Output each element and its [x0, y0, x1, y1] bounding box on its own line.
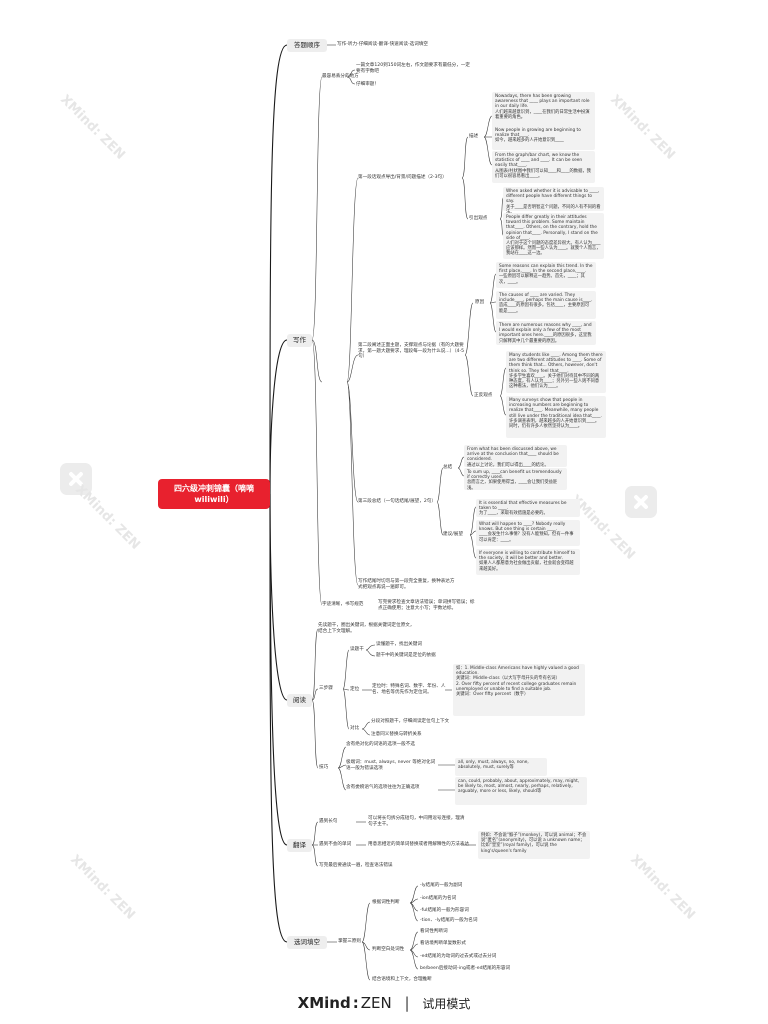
- step-read: 读题干: [350, 647, 364, 652]
- describe-box: From the graph/bar chart, we know the st…: [492, 151, 595, 183]
- describe-label: 描述: [469, 134, 479, 139]
- conclusion-box: To sum up, ____can benefit us tremendous…: [464, 468, 567, 491]
- topic-answer-order[interactable]: 答题顺序: [287, 39, 327, 52]
- root-title-line1: 四六级冲刺锦囊（嘀嘀: [174, 484, 254, 493]
- word-class-item: -tion、-ly结尾的一般为名词: [420, 918, 478, 923]
- footer-trial-mode: 试用模式: [422, 997, 471, 1011]
- topic-reading[interactable]: 阅读: [287, 694, 312, 707]
- footer-brand-xmind: XMind: [297, 994, 351, 1012]
- locate-example-box: 如：1. Middle-class Americans have highly …: [453, 664, 585, 716]
- reading-tip: 含有绝对化的词语的选项一般不选: [346, 742, 415, 747]
- translation-item2-text: 用意思相近的简单词替换或者用解释性的方法表达: [368, 842, 470, 847]
- pros-cons-box: Many students like ____. Among them ther…: [506, 351, 606, 393]
- reading-three-steps: 三步骤: [319, 686, 333, 691]
- word-class-item: -ion结尾的为名词: [420, 896, 457, 901]
- writing-format: 字迹清晰，书写规范: [322, 602, 364, 607]
- grammar-item: be/been后接动词-ing或者-ed结尾的形容词: [420, 966, 511, 971]
- writing-para2: 第二段阐述正面主题，支撑观点与论据（有的大题要求，第一题大题要求，理段每一段为什…: [358, 343, 465, 360]
- footer-brand-zen: ZEN: [360, 994, 392, 1012]
- step-compare: 对比: [350, 726, 360, 731]
- reading-tip-soft: 含有委婉语气的选项往往为正确选项: [346, 785, 420, 790]
- topic-writing[interactable]: 写作: [287, 334, 312, 347]
- conclusion-label: 总结: [443, 465, 453, 470]
- connector: [269, 339, 288, 495]
- reading-tips: 技巧: [319, 765, 329, 770]
- reason-box: Some reasons can explain this trend. In …: [496, 262, 596, 288]
- connector: [269, 44, 288, 495]
- translation-item3: 写完最后要通读一遍，检查语法错误: [319, 863, 393, 868]
- writing-format-detail: 写完要求检查文章语法错误；单词拼写错误；标点正确使用；注意大小写；字数达标。: [378, 600, 475, 611]
- writing-para3: 第三段总结（一句话结尾/展望，2句）: [358, 499, 436, 504]
- grammar-item: 看语境判断单复数形式: [420, 941, 466, 946]
- most-important-item: 仔细审题！: [356, 82, 379, 87]
- translation-item2: 遇到不会的单词: [319, 842, 352, 847]
- viewpoint-box: When asked whether it is advisable to __…: [503, 187, 604, 215]
- step-read-item: 读懂题干，找出关键词: [376, 642, 422, 647]
- footer-brand: XMind:ZEN | 试用模式: [297, 994, 471, 1012]
- outlook-label: 建议/展望: [443, 532, 463, 537]
- writing-tip-ending: 写作结尾时切勿与第一段完全重复，换种表达方式把观点再说一遍即可。: [358, 579, 455, 590]
- outlook-box: It is essential that effective measures …: [476, 499, 580, 517]
- step-compare-item: 分段对照题干，仔细阅读定位句上下文: [371, 719, 450, 724]
- cloze-word-class: 根据词性判断: [372, 900, 400, 905]
- describe-box: Now people in growing are beginning to r…: [492, 126, 595, 150]
- reason-box: The causes of ____ are varied. They incl…: [496, 291, 596, 319]
- outlook-box: What will happen to ____? Nobody really …: [476, 520, 580, 546]
- translation-item1: 遇到长句: [319, 819, 338, 824]
- connector: [269, 493, 288, 846]
- writing-para1: 第一段话观点导出/背景/问题描述（2-3句）: [358, 175, 447, 180]
- watermark-logo-icon: [60, 463, 92, 495]
- writing-most-important: 最容易丢分的地方: [322, 74, 359, 79]
- step-locate-text: 定位时：特殊名词、数字、年份、人名、地名等优先作为定位词。: [372, 684, 446, 695]
- step-read-item: 题干中的关键词是定位的依据: [376, 653, 436, 658]
- translation-item1-text: 可以将长句拆分成短句，中间用逗号连接，理清句子主干。: [368, 816, 465, 827]
- reading-intro: 先读题干，圈出关键词，根据关键词定位原文，结合上下文理解。: [318, 623, 415, 634]
- reason-box: There are numerous reasons why ____, and…: [496, 321, 596, 345]
- reason-label: 原因: [475, 300, 485, 305]
- outlook-box: If everyone is willing to contribute him…: [476, 549, 580, 575]
- answer-order-text: 写作-听力-仔细阅读-翻译-快速阅读-选词填空: [337, 42, 428, 47]
- topic-translation[interactable]: 翻译: [287, 839, 312, 852]
- cloze-method: 掌握三原则: [338, 939, 361, 944]
- step-compare-item: 注意同义替换与转折关系: [371, 732, 422, 737]
- extreme-words-box: all, only, must, always, no, none, absol…: [455, 758, 547, 776]
- connector: [269, 493, 288, 701]
- translation-example-box: 例如：不会说“猴子”(monkey)，可以说 animal；不会说“匿名”(an…: [478, 831, 590, 859]
- conclusion-box: From what has been discussed above, we a…: [464, 445, 567, 468]
- viewpoint-box: People differ greatly in their attitudes…: [503, 213, 604, 259]
- connector: [269, 493, 288, 943]
- reading-tip-extreme: 极端词：must, always, never 等绝对化词语一般为错误选项: [346, 760, 436, 771]
- grammar-item: -ed结尾的为动词的过去式或过去分词: [420, 954, 497, 959]
- topic-cloze[interactable]: 选词填空: [287, 936, 327, 949]
- watermark-logo-icon: [625, 486, 657, 518]
- grammar-item: 看词性判断词: [420, 929, 448, 934]
- pros-cons-box: Many surveys show that people in increas…: [506, 396, 606, 438]
- root-topic[interactable]: 四六级冲刺锦囊（嘀嘀 wiliwili）: [158, 479, 270, 509]
- pros-cons-label: 正反观点: [474, 393, 493, 398]
- viewpoint-label: 引出观点: [469, 216, 488, 221]
- step-locate: 定位: [350, 687, 360, 692]
- word-class-item: -ly结尾的一般为副词: [420, 883, 463, 888]
- most-important-item: 一篇文章120到150词左右，作文题要求有最低分，一定要有字数吧: [356, 63, 471, 74]
- root-title-line2: wiliwili）: [194, 495, 234, 504]
- soft-words-box: can, could, probably, about, approximate…: [455, 777, 587, 805]
- word-class-item: -ful结尾的一般为形容词: [420, 908, 469, 913]
- cloze-context: 结合语境和上下文，合理推断: [372, 977, 432, 982]
- cloze-grammar: 判断空白处词性: [372, 947, 405, 952]
